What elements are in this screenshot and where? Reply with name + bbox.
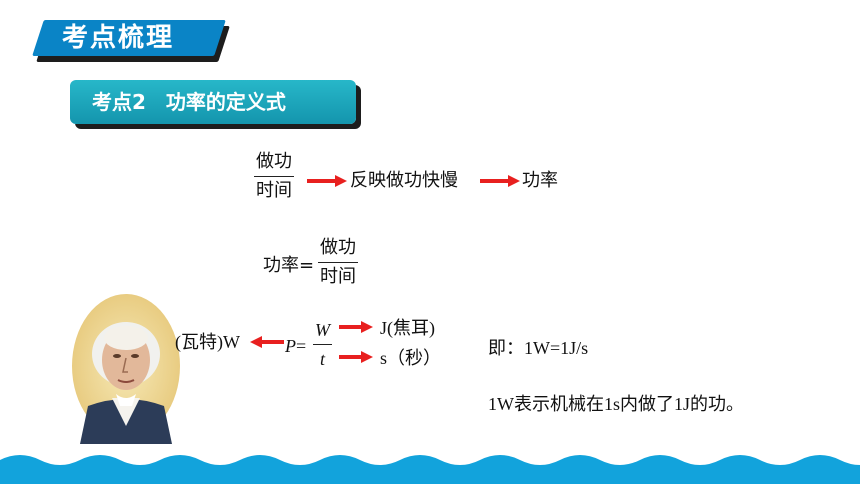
fraction-denominator: 时间 <box>256 180 292 201</box>
watt-relation-text: 即：1W=1J/s <box>488 338 589 358</box>
time-symbol: t <box>319 349 325 369</box>
w-over-t-fraction: W t <box>313 318 332 371</box>
work-over-time-fraction: 做功 时间 <box>254 150 294 203</box>
topic-heading: 考点2 功率的定义式 <box>70 80 356 124</box>
reflects-work-speed-text: 反映做功快慢 <box>350 170 458 191</box>
portrait-image <box>72 294 180 444</box>
formula-lhs: P= <box>285 334 306 358</box>
power-result-text: 功率 <box>522 170 558 191</box>
page-title: 考点梳理 <box>62 23 175 53</box>
red-arrow-icon <box>339 351 373 363</box>
work-symbol: W <box>313 318 332 345</box>
equals-sign: = <box>296 336 307 356</box>
bottom-wave-decoration <box>0 455 860 484</box>
red-arrow-icon <box>307 175 347 187</box>
work-over-time-fraction-2: 做功 时间 <box>318 236 358 289</box>
watt-unit-label: (瓦特)W <box>175 332 240 352</box>
watt-explanation-text: 1W表示机械在1s内做了1J的功。 <box>488 394 744 414</box>
fraction-numerator: 做功 <box>254 150 294 177</box>
red-arrow-icon <box>480 175 520 187</box>
red-arrow-left-icon <box>250 336 284 348</box>
red-arrow-icon <box>339 321 373 333</box>
power-symbol: P <box>285 336 296 356</box>
joule-unit-label: J(焦耳) <box>380 318 435 338</box>
fraction-numerator: 做功 <box>318 236 358 263</box>
second-unit-label: s（秒） <box>380 348 442 368</box>
power-equals-label: 功率= <box>263 255 315 276</box>
fraction-denominator: 时间 <box>320 266 356 287</box>
